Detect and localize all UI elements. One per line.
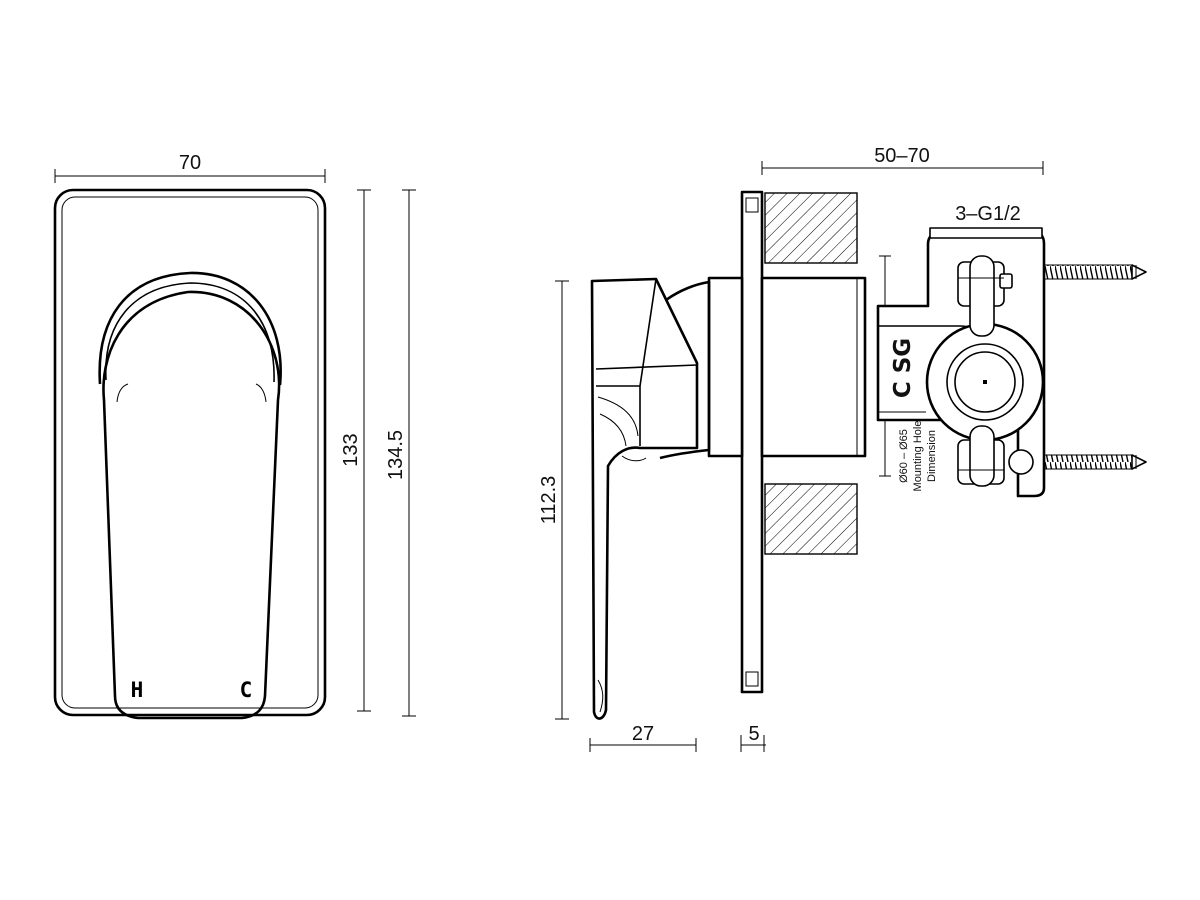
wall-section-top (764, 192, 858, 264)
wall-section-bottom (764, 483, 858, 555)
lever-height-dimension: 112.3 (538, 280, 569, 720)
lever-depth-dimension: 27 (589, 723, 697, 752)
depth-range-label: 50–70 (874, 145, 930, 167)
lever-depth-label: 27 (632, 723, 654, 745)
cover-plate-outer (53, 188, 327, 717)
height-dim-outer-label: 134.5 (385, 430, 407, 480)
outlet-port (925, 322, 1045, 442)
lever-height-label: 112.3 (538, 476, 560, 525)
cover-plate-side-inner (745, 197, 759, 213)
side-view: 50–70 112.3 (538, 145, 1147, 752)
cold-label: C (240, 678, 253, 702)
connections-label: 3–G1/2 (955, 203, 1021, 225)
valve-body (760, 276, 867, 458)
escutcheon (707, 276, 744, 458)
width-dimension: 70 (54, 152, 326, 183)
lever-handle-side (590, 277, 699, 720)
mounting-hole-caption-2: Dimension (926, 430, 938, 482)
height-dimension-inner: 133 (340, 189, 371, 712)
cover-plate-side-inner-bottom (745, 671, 759, 687)
bottom-connector (957, 425, 1034, 487)
mounting-hole-range: Ø60 – Ø65 (898, 429, 910, 483)
height-dimension-outer: 134.5 (385, 189, 416, 717)
cover-plate-inner (61, 196, 319, 709)
top-connector (957, 255, 1013, 337)
width-dim-label: 70 (179, 152, 201, 174)
mounting-hole-caption-1: Mounting Hole (912, 421, 924, 492)
brand-mark: C SG (890, 338, 916, 398)
mounting-screw-top (1043, 264, 1147, 280)
plate-thickness-label: 5 (748, 723, 759, 745)
plate-thickness-dimension: 5 (740, 723, 766, 752)
mounting-screw-bottom (1043, 454, 1147, 470)
front-view: 70 H C 133 134.5 (53, 152, 416, 720)
hot-label: H (131, 678, 144, 702)
cover-plate-side (740, 190, 764, 694)
height-dim-inner-label: 133 (340, 433, 362, 466)
depth-range-dimension: 50–70 (761, 145, 1044, 175)
lever-handle-front: H C (98, 271, 282, 720)
